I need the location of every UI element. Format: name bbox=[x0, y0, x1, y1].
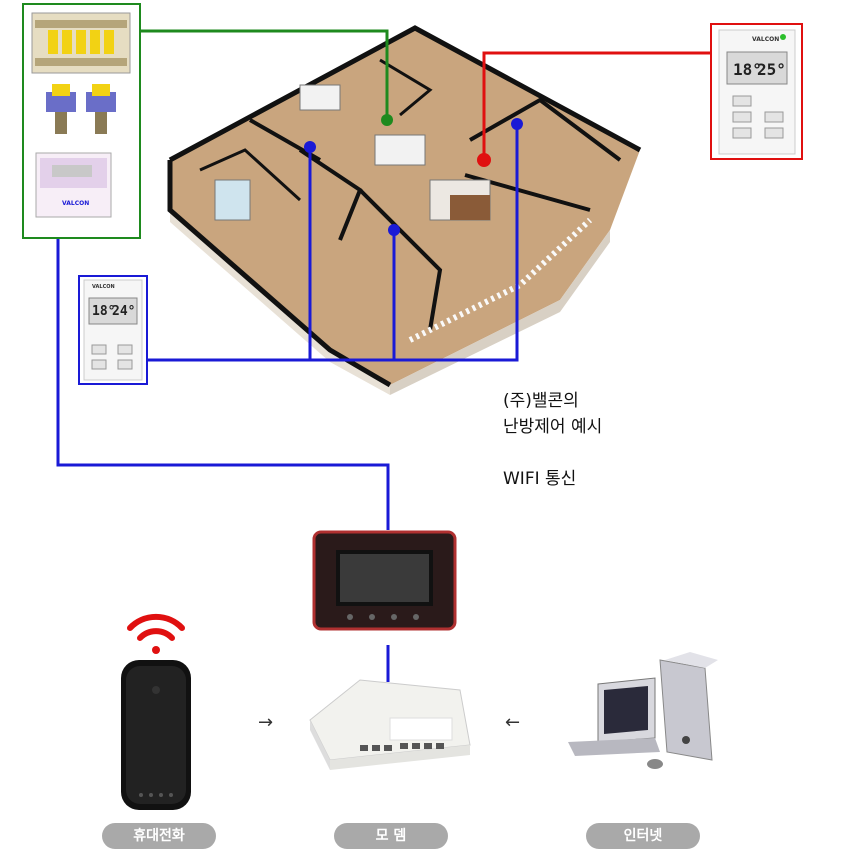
caption-line-1: (주)밸콘의 bbox=[503, 391, 579, 411]
blue-node-1 bbox=[304, 141, 316, 153]
thermostat-left-brand: VALCON bbox=[92, 284, 115, 290]
green-node bbox=[381, 114, 393, 126]
green-wire bbox=[140, 29, 389, 120]
modem-image bbox=[309, 679, 471, 770]
internet-label-pill: 인터넷 bbox=[586, 823, 700, 849]
mobile-phone-image bbox=[121, 660, 191, 810]
thermostat-right bbox=[710, 23, 803, 160]
caption-line-2: 난방제어 예시 bbox=[503, 417, 603, 437]
thermostat-left-set-temp: 24° bbox=[112, 304, 136, 319]
caption-line-3: WIFI 통신 bbox=[503, 469, 577, 489]
arrow-left-icon: ← bbox=[505, 712, 521, 733]
thermostat-right-current-temp: 18° bbox=[733, 60, 762, 79]
modem-label-pill: 모 뎀 bbox=[334, 823, 448, 849]
arrow-right-icon: → bbox=[258, 712, 274, 733]
valve-actuators-image bbox=[46, 84, 116, 134]
wifi-icon bbox=[127, 613, 185, 654]
phone-label-pill: 휴대전화 bbox=[102, 823, 216, 849]
blue-node-3 bbox=[388, 224, 400, 236]
controller-panel bbox=[22, 3, 141, 239]
red-node bbox=[477, 153, 491, 167]
computer-image bbox=[568, 652, 718, 769]
red-wire bbox=[482, 51, 711, 160]
thermostat-left bbox=[78, 275, 148, 385]
blue-wire-wifi bbox=[56, 238, 390, 530]
wall-pad-monitor bbox=[312, 530, 457, 631]
thermostat-right-brand: VALCON bbox=[752, 36, 780, 43]
controller-box-brand: VALCON bbox=[62, 200, 90, 207]
blue-node-2 bbox=[511, 118, 523, 130]
thermostat-right-set-temp: 25° bbox=[757, 60, 786, 79]
apartment-floorplan bbox=[167, 25, 642, 395]
wiring bbox=[56, 29, 711, 682]
blue-wire-rooms bbox=[147, 124, 519, 362]
thermostat-left-current-temp: 18° bbox=[92, 304, 116, 319]
